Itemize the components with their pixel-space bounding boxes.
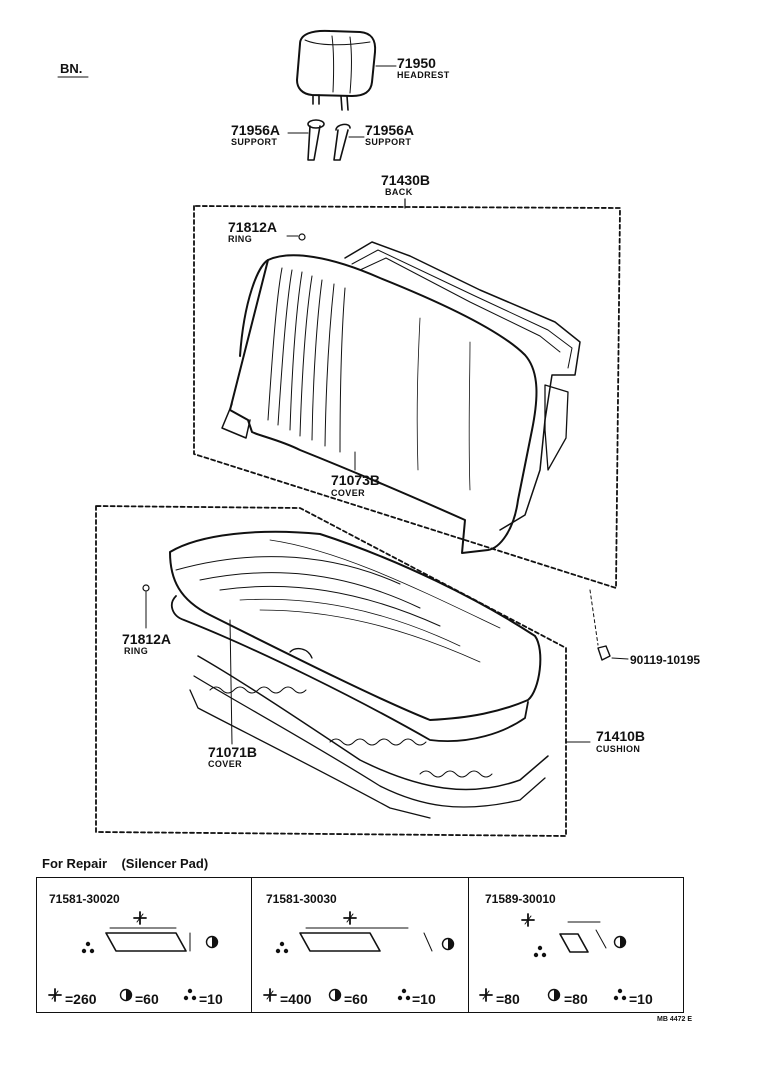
support-right-part-name: SUPPORT xyxy=(365,137,412,147)
pad-2-quantity: =10 xyxy=(412,991,436,1007)
ring-cushion-part-number: 71812A xyxy=(122,631,172,647)
headrest-drawing xyxy=(296,29,397,111)
bolt-part-number: 90119-10195 xyxy=(630,653,701,667)
pad-2-part-number: 71581-30030 xyxy=(266,892,337,906)
cushion-part-number: 71410B xyxy=(596,728,646,744)
repair-pad-2: 71581-30030 =400 =60 =10 xyxy=(251,877,469,1013)
pad-3-length: =80 xyxy=(496,991,520,1007)
ring-back-part-number: 71812A xyxy=(228,219,278,235)
back-part-number: 71430B xyxy=(381,172,431,188)
repair-title: For Repair (Silencer Pad) xyxy=(42,856,209,871)
pad-3-thickness: =80 xyxy=(564,991,588,1007)
repair-pad-1: 71581-30020 =260 =60 =10 xyxy=(36,877,252,1013)
ring-cushion-part-name: RING xyxy=(124,646,149,656)
support-left-part-number: 71956A xyxy=(231,122,281,138)
support-drawing xyxy=(287,119,365,161)
pad-1-quantity: =10 xyxy=(199,991,223,1007)
bolt-drawing xyxy=(597,645,629,661)
drawing-code: MB 4472 E xyxy=(657,1016,693,1023)
seat-cushion-drawing xyxy=(169,530,549,819)
repair-pad-3: 71589-30010 =80 =80 =10 xyxy=(468,877,684,1013)
support-left-part-name: SUPPORT xyxy=(231,137,278,147)
headrest-part-name: HEADREST xyxy=(397,70,450,80)
pad-1-part-number: 71581-30020 xyxy=(49,892,120,906)
support-right-part-number: 71956A xyxy=(365,122,415,138)
headrest-part-number: 71950 xyxy=(397,55,436,71)
variant-label: BN. xyxy=(60,61,83,76)
back-part-name: BACK xyxy=(385,187,413,197)
pad-1-thickness: =60 xyxy=(135,991,159,1007)
back-cover-part-number: 71073B xyxy=(331,472,381,488)
pad-2-length: =400 xyxy=(280,991,312,1007)
pad-3-quantity: =10 xyxy=(629,991,653,1007)
back-frame xyxy=(193,205,621,589)
seat-back-drawing xyxy=(221,241,581,554)
pad-3-part-number: 71589-30010 xyxy=(485,892,556,906)
pad-3-drawing xyxy=(521,913,627,959)
pad-1-drawing xyxy=(81,911,219,955)
cushion-cover-part-number: 71071B xyxy=(208,744,258,760)
pad-1-length: =260 xyxy=(65,991,97,1007)
cushion-part-name: CUSHION xyxy=(596,744,641,754)
ring-back-part-name: RING xyxy=(228,234,253,244)
back-cover-part-name: COVER xyxy=(331,488,366,498)
cushion-cover-part-name: COVER xyxy=(208,759,243,769)
pad-2-drawing xyxy=(274,911,455,955)
pad-2-thickness: =60 xyxy=(344,991,368,1007)
